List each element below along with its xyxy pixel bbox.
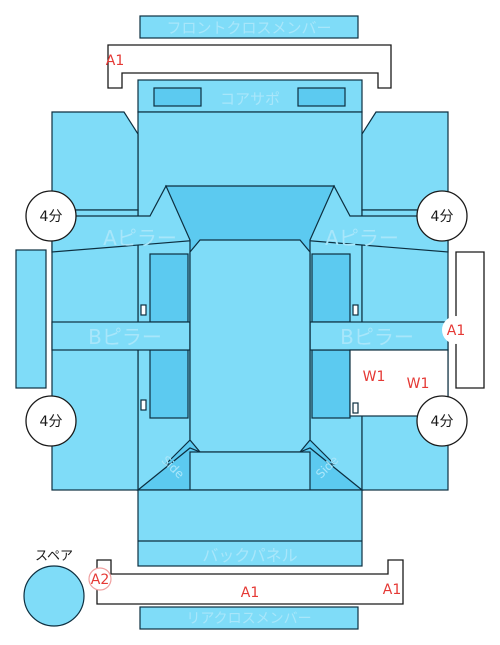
cabin-roof-inner[interactable]: [189, 239, 311, 453]
rear-cross-member[interactable]: [139, 606, 359, 630]
pillar-mark-2: [140, 399, 147, 411]
rear-frame-damage-left: A2: [91, 572, 109, 588]
core-support-slot-right: [297, 87, 346, 107]
spare-label: スペア: [35, 549, 73, 564]
right-side-damage-mark: A1: [447, 323, 465, 339]
rocker-panel-left[interactable]: [15, 249, 47, 389]
back-panel-label: バックパネル: [202, 546, 297, 565]
rear-frame-damage-a2-circle: [88, 567, 112, 591]
wheel-badge-front-right-label: 4分: [431, 209, 454, 225]
wheel-badge-front-left-label: 4分: [40, 209, 63, 225]
wheel-badge-front-left: [25, 190, 77, 242]
wheel-badge-rear-left-label: 4分: [40, 414, 63, 430]
rear-frame-bracket: [96, 559, 404, 605]
spare-tire[interactable]: [23, 565, 85, 627]
front-cross-member-label: フロントクロスメンバー: [166, 19, 331, 37]
pillar-mark-1: [140, 304, 147, 316]
inner-pillar-right-lower: [311, 349, 351, 419]
front-frame-bracket: [107, 44, 392, 89]
rear-frame-damage-mid: A1: [241, 585, 259, 601]
core-support-label: コアサポ: [220, 90, 280, 108]
a-pillar-left-label: Aピラー: [103, 226, 177, 250]
wheel-badge-rear-right: [416, 395, 468, 447]
wheel-badge-rear-right-label: 4分: [431, 414, 454, 430]
wheel-badge-front-right: [416, 190, 468, 242]
b-pillar-right-label: Bピラー: [340, 325, 414, 349]
right-rear-damage-w1-b: W1: [407, 376, 430, 392]
front-frame-damage-mark: A1: [106, 53, 124, 69]
inner-pillar-right-upper: [311, 253, 351, 323]
front-cross-member[interactable]: [139, 15, 359, 39]
inner-pillar-left-lower: [149, 349, 189, 419]
b-pillar-left-label: Bピラー: [88, 325, 162, 349]
right-rear-damage-w1-a: W1: [363, 369, 386, 385]
right-side-damage-circle: [442, 316, 470, 344]
a-pillar-right-label: Aピラー: [325, 226, 399, 250]
wheel-badge-rear-left: [25, 395, 77, 447]
rear-cross-member-label: リアクロスメンバー: [186, 611, 311, 627]
inner-pillar-left-upper: [149, 253, 189, 323]
rear-frame-damage-right: A1: [383, 582, 401, 598]
pillar-mark-3: [352, 304, 359, 316]
pillar-mark-4: [352, 402, 359, 414]
back-panel[interactable]: [137, 489, 363, 567]
core-support-slot-left: [153, 87, 202, 107]
rear-quarter-lower[interactable]: [189, 451, 311, 491]
